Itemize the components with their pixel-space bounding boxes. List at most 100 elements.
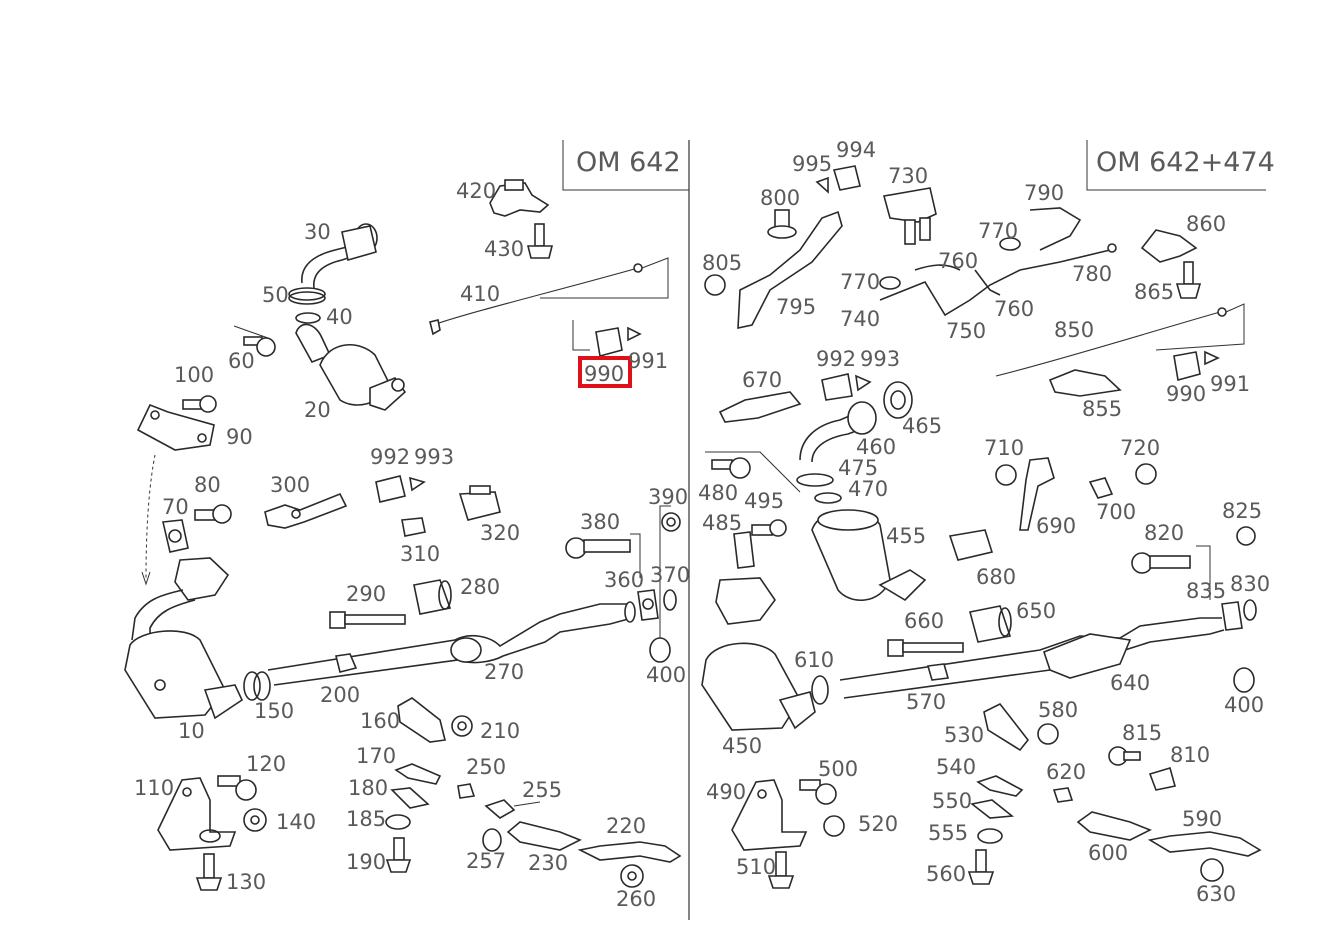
part-400-hanger-right[interactable] (1233, 667, 1255, 693)
callout-400-right[interactable]: 400 (1224, 693, 1264, 717)
callout-160[interactable]: 160 (360, 709, 400, 733)
part-990-sensor-right[interactable] (1173, 350, 1220, 382)
callout-310[interactable]: 310 (400, 542, 440, 566)
callout-570[interactable]: 570 (906, 690, 946, 714)
part-190-bolt[interactable] (385, 837, 412, 873)
callout-610[interactable]: 610 (794, 648, 834, 672)
part-630-nut[interactable] (1200, 858, 1224, 882)
callout-370[interactable]: 370 (650, 563, 690, 587)
part-410-sensor-cable[interactable] (429, 257, 669, 336)
part-500-bolt[interactable] (799, 779, 837, 805)
callout-630[interactable]: 630 (1196, 882, 1236, 906)
callout-600[interactable]: 600 (1088, 841, 1128, 865)
callout-540[interactable]: 540 (936, 755, 976, 779)
part-370-ring[interactable] (663, 589, 677, 611)
callout-140[interactable]: 140 (276, 810, 316, 834)
callout-800[interactable]: 800 (760, 186, 800, 210)
callout-130[interactable]: 130 (226, 870, 266, 894)
callout-450[interactable]: 450 (722, 734, 762, 758)
callout-991[interactable]: 991 (628, 349, 668, 373)
callout-250[interactable]: 250 (466, 755, 506, 779)
part-210-nut[interactable] (451, 715, 473, 737)
part-320-rubber-hanger[interactable] (458, 485, 501, 521)
callout-480[interactable]: 480 (698, 481, 738, 505)
part-160-bracket[interactable] (397, 697, 446, 743)
part-590-strap[interactable] (1147, 831, 1262, 857)
part-795-bracket[interactable] (737, 210, 843, 330)
callout-770-top[interactable]: 770 (978, 219, 1018, 243)
callout-710[interactable]: 710 (984, 436, 1024, 460)
part-360-gasket[interactable] (637, 589, 659, 621)
callout-280[interactable]: 280 (460, 575, 500, 599)
callout-390[interactable]: 390 (648, 485, 688, 509)
part-570-clamp[interactable] (926, 663, 950, 681)
callout-430[interactable]: 430 (484, 237, 524, 261)
callout-990-right[interactable]: 990 (1166, 382, 1206, 406)
callout-380[interactable]: 380 (580, 510, 620, 534)
callout-90[interactable]: 90 (226, 425, 253, 449)
part-600-bracket[interactable] (1076, 811, 1152, 841)
part-100-bolt[interactable] (182, 395, 217, 413)
callout-500[interactable]: 500 (818, 757, 858, 781)
part-140-nut[interactable] (243, 808, 267, 832)
part-120-bolt[interactable] (217, 775, 257, 801)
callout-555[interactable]: 555 (928, 821, 968, 845)
part-255-bracket[interactable] (484, 799, 541, 819)
part-835-gasket[interactable] (1221, 601, 1243, 631)
part-810-bracket[interactable] (1148, 766, 1176, 791)
part-490-bracket[interactable] (731, 779, 808, 851)
part-380-bolt[interactable] (565, 533, 641, 578)
part-30-exhaust-pipe[interactable] (301, 223, 378, 289)
callout-70[interactable]: 70 (162, 495, 189, 519)
callout-993[interactable]: 993 (414, 445, 454, 469)
part-110-bracket[interactable] (157, 777, 237, 851)
callout-10[interactable]: 10 (178, 719, 205, 743)
part-520-nut[interactable] (823, 815, 845, 837)
part-290-bolt[interactable] (329, 611, 406, 629)
callout-475[interactable]: 475 (838, 456, 878, 480)
callout-640[interactable]: 640 (1110, 671, 1150, 695)
part-20-catalytic-converter[interactable] (295, 323, 407, 411)
callout-730[interactable]: 730 (888, 164, 928, 188)
callout-495[interactable]: 495 (744, 489, 784, 513)
part-50-clamp[interactable] (288, 287, 326, 305)
part-280-bushing[interactable] (413, 579, 452, 615)
callout-185[interactable]: 185 (346, 807, 386, 831)
part-40-gasket[interactable] (295, 312, 321, 324)
callout-257[interactable]: 257 (466, 849, 506, 873)
part-660-bolt[interactable] (887, 639, 964, 657)
callout-770-bottom[interactable]: 770 (840, 270, 880, 294)
part-650-bushing[interactable] (969, 605, 1012, 643)
callout-992[interactable]: 992 (370, 445, 410, 469)
callout-815[interactable]: 815 (1122, 721, 1162, 745)
callout-620[interactable]: 620 (1046, 760, 1086, 784)
callout-991-right[interactable]: 991 (1210, 372, 1250, 396)
callout-520[interactable]: 520 (858, 812, 898, 836)
callout-410[interactable]: 410 (460, 282, 500, 306)
callout-260[interactable]: 260 (616, 887, 656, 911)
callout-830[interactable]: 830 (1230, 572, 1270, 596)
part-420-bracket[interactable] (489, 179, 550, 217)
callout-190[interactable]: 190 (346, 850, 386, 874)
part-310-clip[interactable] (401, 517, 426, 537)
part-850-cable[interactable] (995, 303, 1245, 377)
callout-210[interactable]: 210 (480, 719, 520, 743)
callout-835[interactable]: 835 (1186, 579, 1226, 603)
callout-825[interactable]: 825 (1222, 499, 1262, 523)
callout-120[interactable]: 120 (246, 752, 286, 776)
callout-100[interactable]: 100 (174, 363, 214, 387)
part-80-bolt[interactable] (194, 504, 232, 524)
part-805-nut[interactable] (704, 274, 726, 296)
part-550-strap[interactable] (970, 799, 1015, 819)
callout-360[interactable]: 360 (604, 568, 644, 592)
part-170-strap[interactable] (394, 763, 442, 785)
part-257-bushing[interactable] (482, 828, 502, 852)
part-555-washer[interactable] (977, 828, 1003, 844)
callout-780[interactable]: 780 (1072, 262, 1112, 286)
callout-810[interactable]: 810 (1170, 743, 1210, 767)
part-475-clamp[interactable] (796, 473, 834, 487)
part-730-pressure-sensor[interactable] (882, 187, 937, 245)
part-450-catalytic-converter[interactable] (701, 577, 816, 731)
callout-110[interactable]: 110 (134, 776, 174, 800)
part-994-connector[interactable] (832, 165, 861, 191)
